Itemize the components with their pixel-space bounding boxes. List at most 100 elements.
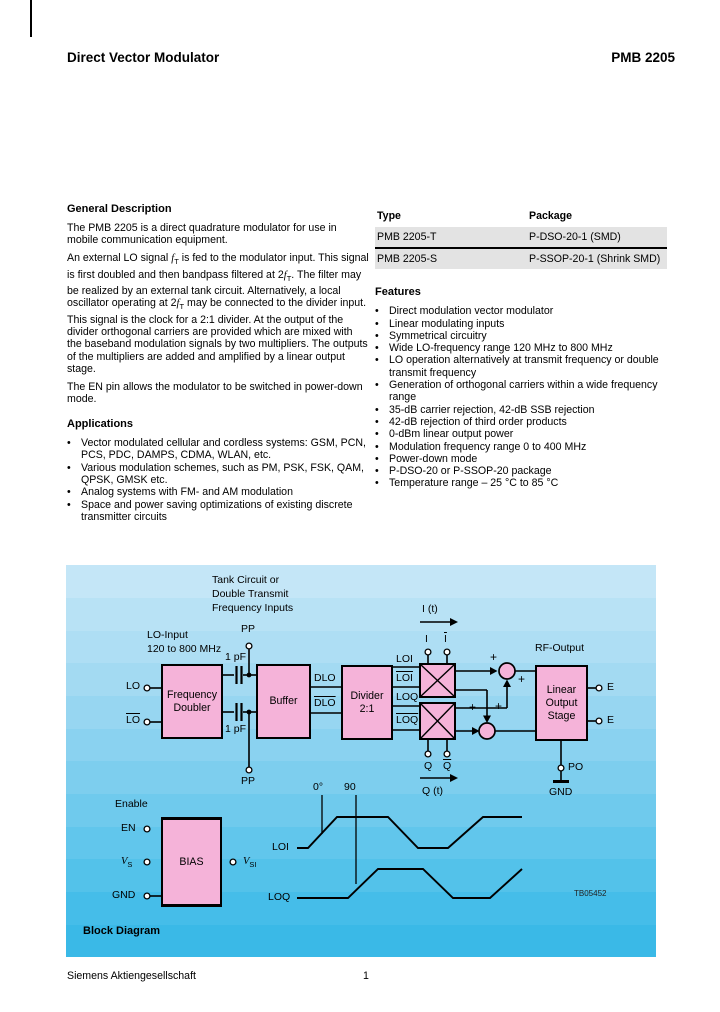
bullet-icon: • bbox=[375, 452, 379, 465]
list-item: • Power-down mode bbox=[375, 453, 671, 465]
list-item: • Space and power saving optimizations of… bbox=[67, 499, 369, 524]
list-item: • Vector modulated cellular and cordless … bbox=[67, 437, 369, 462]
features-list: •Direct modulation vector modulator•Line… bbox=[375, 305, 671, 489]
bullet-icon: • bbox=[67, 486, 71, 499]
list-item-text: LO operation alternatively at transmit f… bbox=[389, 354, 659, 379]
part-number: PMB 2205 bbox=[611, 50, 675, 65]
list-item-text: P-DSO-20 or P-SSOP-20 package bbox=[389, 465, 552, 478]
list-item-text: Symmetrical circuitry bbox=[389, 329, 487, 342]
list-item-text: Analog systems with FM- and AM modulatio… bbox=[81, 486, 293, 499]
table-row: PMB 2205-S P-SSOP-20-1 (Shrink SMD) bbox=[375, 247, 667, 270]
label-pp-bottom: PP bbox=[241, 775, 256, 787]
list-item-text: Temperature range – 25 °C to 85 °C bbox=[389, 477, 559, 490]
label-waveform-loi: LOI bbox=[272, 841, 289, 853]
label-loq-bar: LOQ bbox=[396, 714, 419, 726]
list-item-text: Power-down mode bbox=[389, 452, 478, 465]
label-i-bar: I bbox=[444, 633, 447, 645]
bullet-icon: • bbox=[67, 498, 71, 511]
label-e-top: E bbox=[607, 681, 615, 693]
list-item: • LO operation alternatively at transmit … bbox=[375, 354, 671, 379]
bullet-icon: • bbox=[375, 379, 379, 392]
list-item-text: 35-dB carrier rejection, 42-dB SSB rejec… bbox=[389, 403, 595, 416]
page-corner-mark bbox=[30, 0, 32, 37]
bullet-icon: • bbox=[375, 415, 379, 428]
table-cell: P-DSO-20-1 (SMD) bbox=[529, 231, 621, 244]
label-cap-top: 1 pF bbox=[225, 651, 247, 663]
label-lo-bar: LO bbox=[126, 714, 141, 726]
bullet-icon: • bbox=[375, 428, 379, 441]
list-item: • 35-dB carrier rejection, 42-dB SSB reje… bbox=[375, 404, 671, 416]
column-package: Package bbox=[529, 210, 572, 222]
label-enable: Enable bbox=[115, 798, 148, 810]
paragraph: An external LO signal fT is fed to the m… bbox=[67, 252, 369, 375]
label-0-degrees: 0° bbox=[313, 781, 324, 793]
paragraph: The PMB 2205 is a direct quadrature modu… bbox=[67, 222, 337, 247]
table-cell: P-SSOP-20-1 (Shrink SMD) bbox=[529, 253, 661, 266]
list-item: • Analog systems with FM- and AM modulati… bbox=[67, 486, 369, 498]
features-heading: Features bbox=[375, 286, 421, 299]
bullet-icon: • bbox=[375, 329, 379, 342]
column-type: Type bbox=[377, 210, 401, 222]
diagram-caption: Block Diagram bbox=[83, 925, 161, 937]
label-rf-output: RF-Output bbox=[535, 642, 585, 654]
footer-page-number: 1 bbox=[363, 970, 369, 982]
label-po: PO bbox=[568, 761, 584, 773]
bullet-icon: • bbox=[375, 440, 379, 453]
label-q-of-t: Q (t) bbox=[422, 785, 443, 797]
applications-list: • Vector modulated cellular and cordless … bbox=[67, 437, 369, 523]
label-vsi: VSI bbox=[243, 856, 257, 870]
bullet-icon: • bbox=[375, 403, 379, 416]
list-item: • Temperature range – 25 °C to 85 °C bbox=[375, 477, 671, 489]
page-title: Direct Vector Modulator bbox=[67, 50, 220, 65]
label-en: EN bbox=[121, 822, 136, 834]
label-gnd-bias: GND bbox=[112, 889, 136, 901]
list-item-text: Various modulation schemes, such as PM, … bbox=[81, 461, 364, 487]
label-cap-bottom: 1 pF bbox=[225, 723, 247, 735]
list-item-text: 0-dBm linear output power bbox=[389, 428, 514, 441]
label-loi-bar: LOI bbox=[396, 672, 413, 684]
list-item: • 0-dBm linear output power bbox=[375, 428, 671, 440]
plus-sign: + bbox=[518, 672, 526, 686]
label-gnd-output: GND bbox=[549, 786, 573, 798]
list-item-text: 42-dB rejection of third order products bbox=[389, 415, 567, 428]
figure-id: TB05452 bbox=[574, 889, 607, 898]
label-q: Q bbox=[424, 760, 433, 772]
plus-sign: + bbox=[469, 700, 477, 714]
bullet-icon: • bbox=[67, 437, 71, 450]
plus-sign: + bbox=[495, 699, 503, 713]
list-item: •Wide LO-frequency range 120 MHz to 800 … bbox=[375, 342, 671, 354]
label-tank-circuit-note: Tank Circuit or Double Transmit Frequenc… bbox=[212, 574, 294, 614]
list-item-text: Modulation frequency range 0 to 400 MHz bbox=[389, 440, 587, 453]
plus-sign: + bbox=[490, 650, 498, 664]
table-cell: PMB 2205-S bbox=[377, 253, 438, 266]
label-vs: VS bbox=[121, 856, 133, 870]
diagram-wiring bbox=[143, 618, 603, 900]
bullet-icon: • bbox=[375, 317, 379, 330]
label-e-bottom: E bbox=[607, 714, 615, 726]
bullet-icon: • bbox=[375, 305, 379, 318]
ordering-table: Type Package PMB 2205-T P-DSO-20-1 (SMD) P… bbox=[375, 210, 667, 270]
list-item: • Various modulation schemes, such as PM,… bbox=[67, 462, 369, 487]
paragraph: The EN pin allows the modulator to be sw… bbox=[67, 380, 363, 405]
list-item-text: Vector modulated cellular and cordless s… bbox=[81, 437, 366, 462]
list-item-text: Space and power saving optimizations of … bbox=[81, 498, 353, 523]
right-column: Type Package PMB 2205-T P-DSO-20-1 (SMD) P… bbox=[375, 203, 671, 490]
label-lo: LO bbox=[126, 680, 141, 692]
bullet-icon: • bbox=[67, 461, 71, 474]
list-item-text: Linear modulating inputs bbox=[389, 317, 505, 330]
list-item: •P-DSO-20 or P-SSOP-20 package bbox=[375, 465, 671, 477]
list-item: • 42-dB rejection of third order products bbox=[375, 416, 671, 428]
list-item: • Symmetrical circuitry bbox=[375, 330, 671, 342]
block-frequency-doubler: Frequency Doubler bbox=[161, 664, 223, 739]
bullet-icon: • bbox=[375, 342, 379, 355]
bullet-icon: • bbox=[375, 354, 379, 367]
label-i-of-t: I (t) bbox=[422, 603, 438, 615]
list-item: • Linear modulating inputs bbox=[375, 318, 671, 330]
label-dlo-bar: DLO bbox=[314, 697, 336, 709]
table-cell: PMB 2205-T bbox=[377, 231, 437, 244]
label-q-bar: Q bbox=[443, 760, 452, 772]
bullet-icon: • bbox=[375, 477, 379, 490]
label-90-degrees: 90 bbox=[344, 781, 356, 793]
block-diagram: Frequency Doubler Buffer Divider 2:1 Lin… bbox=[66, 565, 656, 957]
left-column: General Description The PMB 2205 is a di… bbox=[67, 203, 369, 523]
